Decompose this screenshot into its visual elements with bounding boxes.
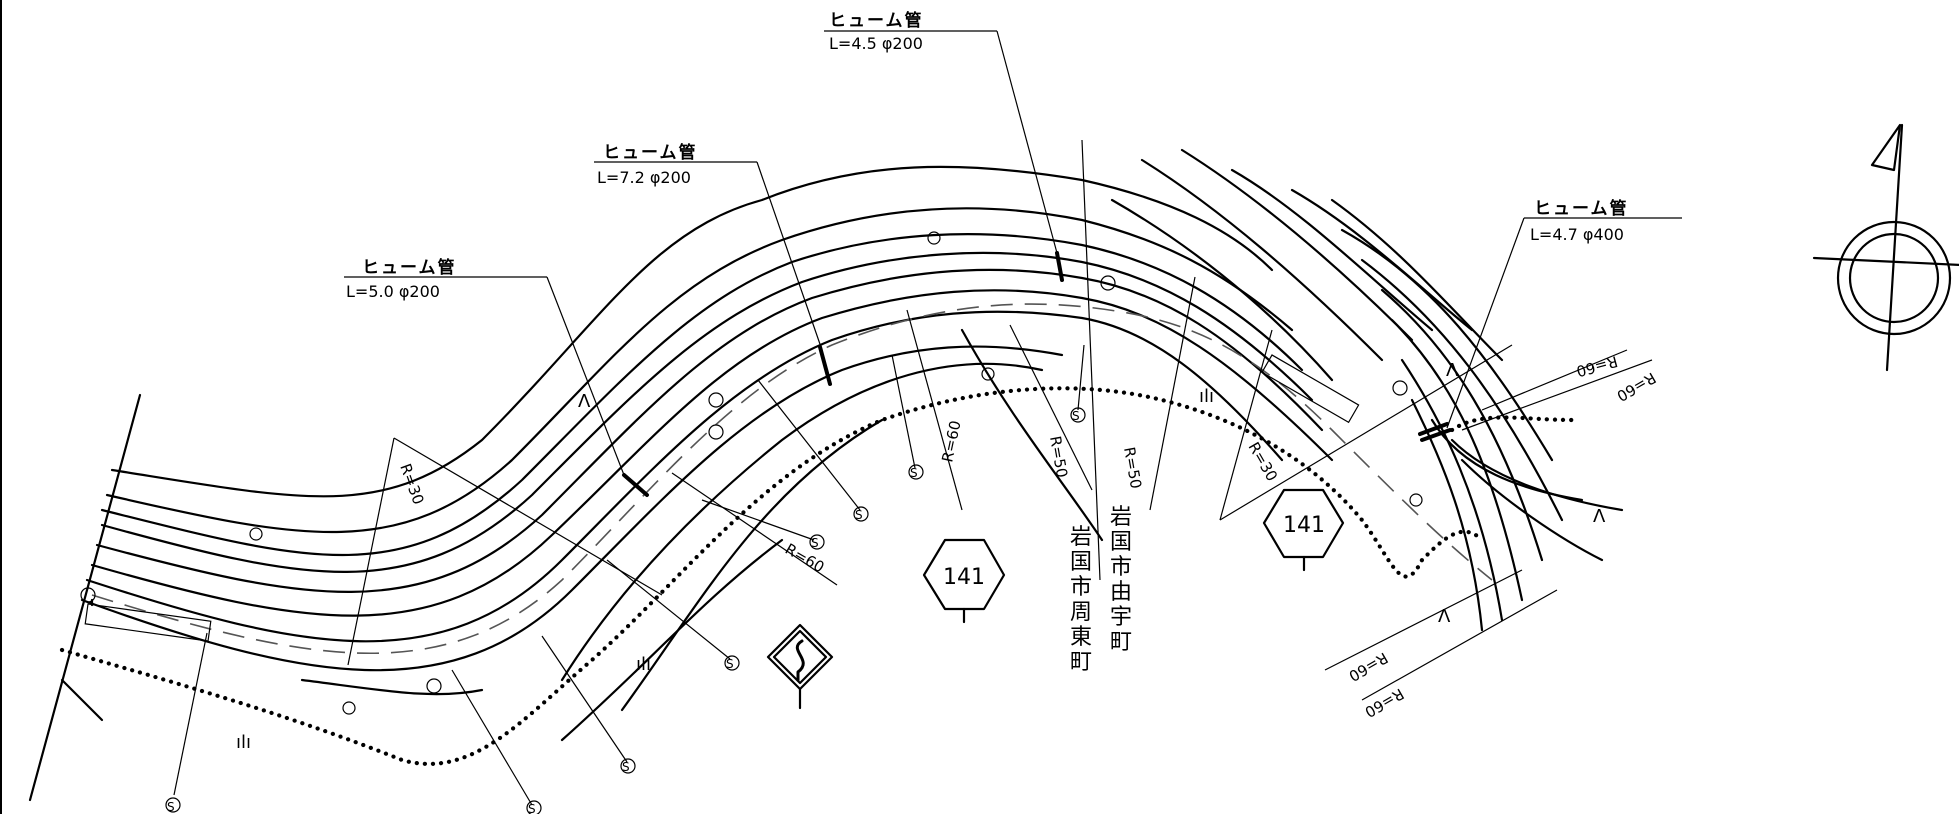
radius-label: R=60	[1346, 649, 1391, 686]
pole-icon	[908, 464, 924, 480]
pole-marker: S	[910, 466, 918, 480]
pole-marker: S	[167, 800, 175, 814]
pipe-callout-spec: L=5.0 φ200	[346, 282, 440, 301]
mountain-icon: ılı	[1199, 386, 1214, 407]
radius-label: R=60	[1574, 352, 1619, 380]
radius-label: R=60	[938, 419, 964, 464]
pipe-callout-spec: L=4.5 φ200	[829, 34, 923, 53]
route-shield-141-east: 141	[1262, 488, 1345, 572]
pole-marker: S	[1072, 409, 1080, 423]
conifer-icon: Λ	[578, 391, 591, 412]
pole-marker: S	[811, 536, 819, 550]
town-char: 町	[1070, 650, 1092, 675]
town-char: 国	[1070, 550, 1092, 575]
boundary-line-west	[28, 393, 142, 802]
radius-label: R=60	[1614, 369, 1659, 406]
cut-edge-dotted-2	[1449, 415, 1575, 433]
utility-poles: S S S S S S S S	[165, 344, 1086, 814]
hatched-strips	[84, 354, 1360, 642]
winding-road-sign-icon	[766, 623, 834, 710]
pipe-callout-1: ヒューム管 L=4.5 φ200	[829, 10, 924, 53]
town-char: 町	[1110, 630, 1132, 655]
town-char: 由	[1110, 580, 1132, 605]
town-char: 周	[1070, 600, 1092, 625]
radius-label: R=30	[396, 461, 427, 507]
pipe-leader-lines	[344, 30, 1682, 476]
pole-icon	[620, 758, 636, 774]
pipe-callout-title: ヒューム管	[829, 10, 924, 31]
pole-icon	[526, 800, 542, 814]
pipe-callout-title: ヒューム管	[1534, 198, 1629, 219]
contour-lines	[80, 148, 1624, 742]
pipe-callout-spec: L=7.2 φ200	[597, 168, 691, 187]
conifer-icon: Λ	[1593, 506, 1606, 527]
radius-label: R=60	[782, 540, 827, 577]
town-char: 宇	[1110, 605, 1132, 630]
radius-label: R=50	[1120, 446, 1145, 491]
town-name-west: 岩 国 市 周 東 町	[1070, 525, 1092, 675]
pipe-callout-4: ヒューム管 L=4.7 φ400	[1530, 198, 1629, 244]
survey-points	[80, 231, 1423, 715]
pipe-callout-title: ヒューム管	[603, 142, 698, 163]
cut-edge-dotted	[59, 386, 1485, 767]
pipe-callout-title: ヒューム管	[362, 257, 457, 278]
pole-icon	[853, 506, 869, 522]
route-number: 141	[1283, 513, 1325, 538]
north-arrow	[1812, 123, 1959, 372]
radius-lines	[347, 139, 1653, 701]
pole-marker: S	[528, 802, 536, 814]
road-centerline	[91, 303, 1493, 655]
pole-icon	[809, 534, 825, 550]
terrain-symbols: ılı ılı ılı Λ Λ Λ Λ	[236, 360, 1606, 753]
pole-icon	[1070, 407, 1086, 423]
route-number: 141	[943, 565, 985, 590]
pipe-crossings	[622, 251, 1452, 497]
route-shield-141-south: 141	[922, 538, 1006, 624]
conifer-icon: Λ	[1438, 606, 1451, 627]
town-char: 岩	[1070, 525, 1092, 550]
pole-marker: S	[726, 657, 734, 671]
pole-icon	[165, 797, 181, 813]
town-char: 市	[1110, 555, 1132, 580]
town-char: 国	[1110, 530, 1132, 555]
pole-marker: S	[855, 508, 863, 522]
radius-label: R=60	[1362, 685, 1407, 722]
town-char: 岩	[1110, 505, 1132, 530]
mountain-icon: ılı	[236, 732, 251, 753]
pole-icon	[724, 655, 740, 671]
pipe-callout-2: ヒューム管 L=7.2 φ200	[597, 142, 698, 187]
town-char: 東	[1070, 625, 1092, 650]
town-char: 市	[1070, 575, 1092, 600]
conifer-icon: Λ	[1446, 360, 1459, 381]
pipe-callout-spec: L=4.7 φ400	[1530, 225, 1624, 244]
mountain-icon: ılı	[636, 654, 651, 675]
town-name-east: 岩 国 市 由 宇 町	[1110, 505, 1132, 655]
pole-marker: S	[622, 760, 630, 774]
pipe-callout-3: ヒューム管 L=5.0 φ200	[346, 257, 457, 301]
